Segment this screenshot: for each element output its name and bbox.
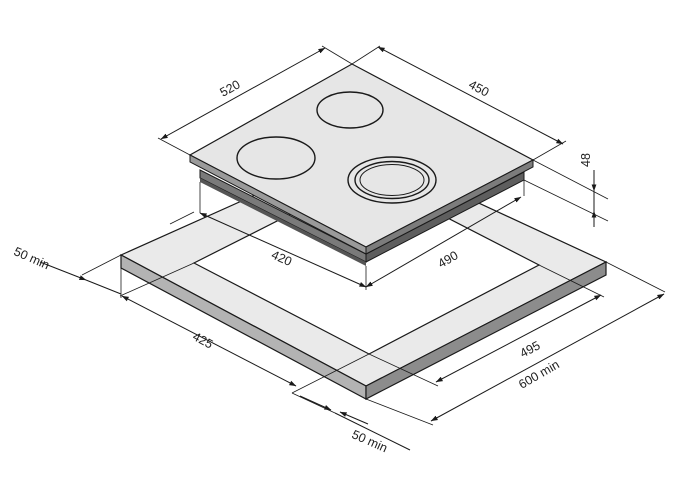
burner-front-right [347,156,437,204]
dimension-420-label: 420 [269,248,294,269]
countertop-right-edge [365,261,607,400]
countertop-front-edge [120,253,367,401]
dimension-450-label: 450 [466,77,491,99]
dimension-490-label: 490 [435,248,460,271]
dimension-495-label: 495 [518,338,543,360]
dimension-50-min-bottom-label: 50 min [350,427,390,455]
dimension-50-min-left-label: 50 min [12,244,52,272]
dimension-48: 48 [523,153,609,227]
dimension-50-min-bottom: 50 min [291,392,411,455]
burner-front-left [236,136,316,180]
dimension-48-label: 48 [579,153,593,167]
burner-rear [316,91,384,129]
dimension-425-label: 425 [190,329,215,351]
